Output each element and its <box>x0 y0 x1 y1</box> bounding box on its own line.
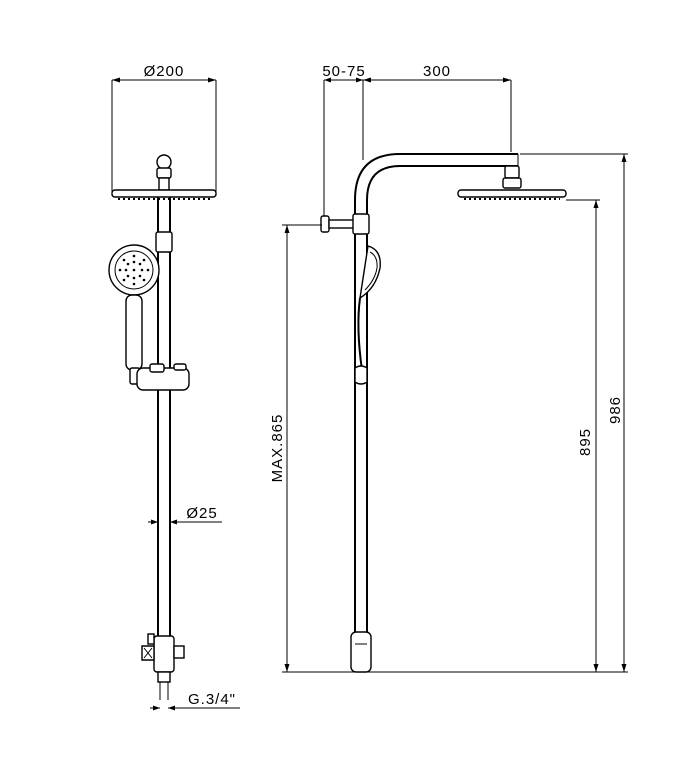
dimension-max-height-label: MAX.865 <box>269 414 286 483</box>
dimension-max-height: MAX.865 <box>269 224 322 672</box>
dimension-total-height: 986 <box>520 153 628 672</box>
dimension-arm-length-label: 300 <box>423 63 451 80</box>
dimension-connection-label: G.3/4" <box>188 691 236 708</box>
dimension-arm-offset-label: 50-75 <box>322 63 365 80</box>
front-view: Ø200 <box>108 63 240 711</box>
dimension-arm-length: 300 <box>363 63 512 152</box>
front-rain-head <box>111 189 217 200</box>
dimension-arm-offset: 50-75 <box>322 63 365 216</box>
front-diverter-valve <box>141 633 185 700</box>
side-riser-arm <box>354 153 519 640</box>
dimension-head-height: 895 <box>566 199 600 672</box>
side-diverter-valve <box>350 631 372 673</box>
dimension-head-diameter-label: Ø200 <box>144 63 185 80</box>
side-wall-bracket <box>320 213 370 235</box>
dimension-connection: G.3/4" <box>150 691 240 711</box>
side-view: 50-75 300 <box>269 63 628 673</box>
dimension-pipe-diameter-label: Ø25 <box>186 505 217 522</box>
dimension-head-diameter: Ø200 <box>111 63 217 196</box>
front-hand-shower <box>108 244 171 385</box>
side-hand-shower <box>354 245 381 385</box>
dimension-head-height-label: 895 <box>577 428 594 456</box>
dimension-total-height-label: 986 <box>607 396 624 424</box>
dimension-pipe-diameter: Ø25 <box>148 505 222 525</box>
side-rain-head <box>457 165 567 200</box>
front-slider-bracket <box>136 363 190 391</box>
front-head-connector <box>156 154 172 191</box>
